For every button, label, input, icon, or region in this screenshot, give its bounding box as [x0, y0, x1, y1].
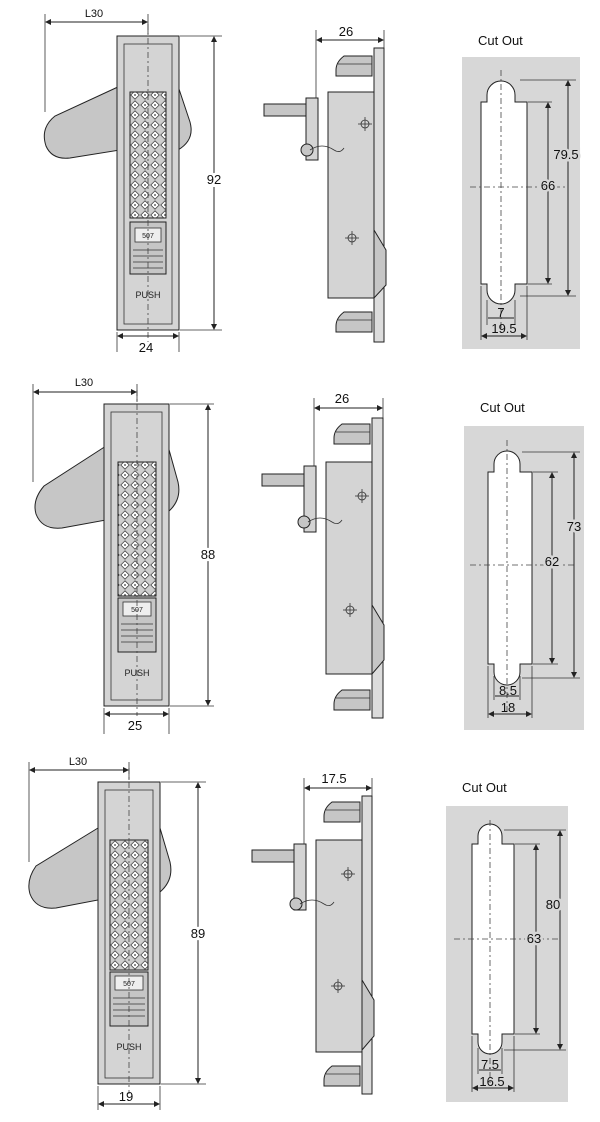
- top-screw: [333, 423, 371, 445]
- cutout-view: Cut Out 80 63 7.5 16.5: [446, 780, 568, 1102]
- cam: [303, 465, 317, 533]
- top-screw: [335, 55, 373, 77]
- cutout-view: Cut Out 73 62 8.5 18: [464, 400, 584, 730]
- height-dimension: 89: [191, 926, 205, 941]
- side-flange: [371, 417, 384, 719]
- inner-height-dimension: 66: [541, 178, 555, 193]
- bottom-screw: [333, 689, 371, 711]
- handle-inner-border: [110, 411, 163, 701]
- cutout-title: Cut Out: [480, 400, 525, 415]
- row-2: 507 PUSH L30 88 25: [32, 377, 584, 734]
- shaft: [263, 103, 311, 117]
- depth-dimension: 26: [335, 391, 349, 406]
- width-dimension: 25: [128, 718, 142, 733]
- side-view: 17.5: [251, 771, 375, 1095]
- front-view: 507 PUSH L30 92 24: [43, 8, 224, 355]
- latch-pin: [289, 897, 303, 911]
- height-dimension: 92: [207, 172, 221, 187]
- cutout-shape: [487, 450, 533, 686]
- lever-dimension: L30: [75, 377, 93, 389]
- outer-height-dimension: 80: [546, 897, 560, 912]
- lever-edge: [177, 85, 192, 151]
- total-width-dimension: 19.5: [491, 321, 516, 336]
- inner-height-dimension: 63: [527, 931, 541, 946]
- depth-dimension: 17.5: [321, 771, 346, 786]
- side-flange: [373, 47, 385, 343]
- width-dimension: 24: [139, 340, 153, 355]
- push-label: PUSH: [116, 1042, 141, 1052]
- cutout-title: Cut Out: [478, 33, 523, 48]
- bottom-screw: [323, 1065, 361, 1087]
- latch-pin: [300, 143, 314, 157]
- slot-width-dimension: 7: [497, 305, 504, 320]
- lever-handle: [34, 445, 107, 529]
- lever-dimension: L30: [69, 756, 87, 768]
- cutout-title: Cut Out: [462, 780, 507, 795]
- side-view: 26: [263, 24, 387, 343]
- lever-handle: [28, 827, 99, 909]
- height-dimension: 88: [201, 547, 215, 562]
- bottom-screw: [335, 311, 373, 333]
- outer-height-dimension: 73: [567, 519, 581, 534]
- shaft: [261, 473, 309, 487]
- cutout-shape: [480, 80, 528, 305]
- total-width-dimension: 16.5: [479, 1074, 504, 1089]
- slot-width-dimension: 8.5: [499, 683, 517, 698]
- latch-pin: [297, 515, 311, 529]
- side-body: [325, 461, 373, 675]
- top-screw: [323, 801, 361, 823]
- front-view: 507 PUSH L30 88 25: [32, 377, 218, 734]
- shaft: [251, 849, 299, 863]
- side-body: [327, 91, 375, 299]
- outer-height-dimension: 79.5: [553, 147, 578, 162]
- row-1: 507 PUSH L30 92 24: [43, 8, 581, 355]
- lever-edge: [159, 827, 172, 894]
- slot-width-dimension: 7.5: [481, 1057, 499, 1072]
- side-flange: [361, 795, 373, 1095]
- side-view: 26: [261, 391, 385, 719]
- inner-height-dimension: 62: [545, 554, 559, 569]
- code-label: 507: [123, 981, 135, 988]
- side-body: [315, 839, 363, 1053]
- row-3: 507 PUSH L30 89 19: [28, 756, 568, 1110]
- width-dimension: 19: [119, 1089, 133, 1104]
- lever-edge: [167, 445, 180, 514]
- total-width-dimension: 18: [501, 700, 515, 715]
- cutout-view: Cut Out 79.5 66 7 19.5: [462, 33, 581, 349]
- lever-handle: [43, 85, 121, 159]
- front-view: 507 PUSH L30 89 19: [28, 756, 208, 1110]
- lever-dimension: L30: [85, 8, 103, 20]
- cam: [293, 843, 307, 911]
- depth-dimension: 26: [339, 24, 353, 39]
